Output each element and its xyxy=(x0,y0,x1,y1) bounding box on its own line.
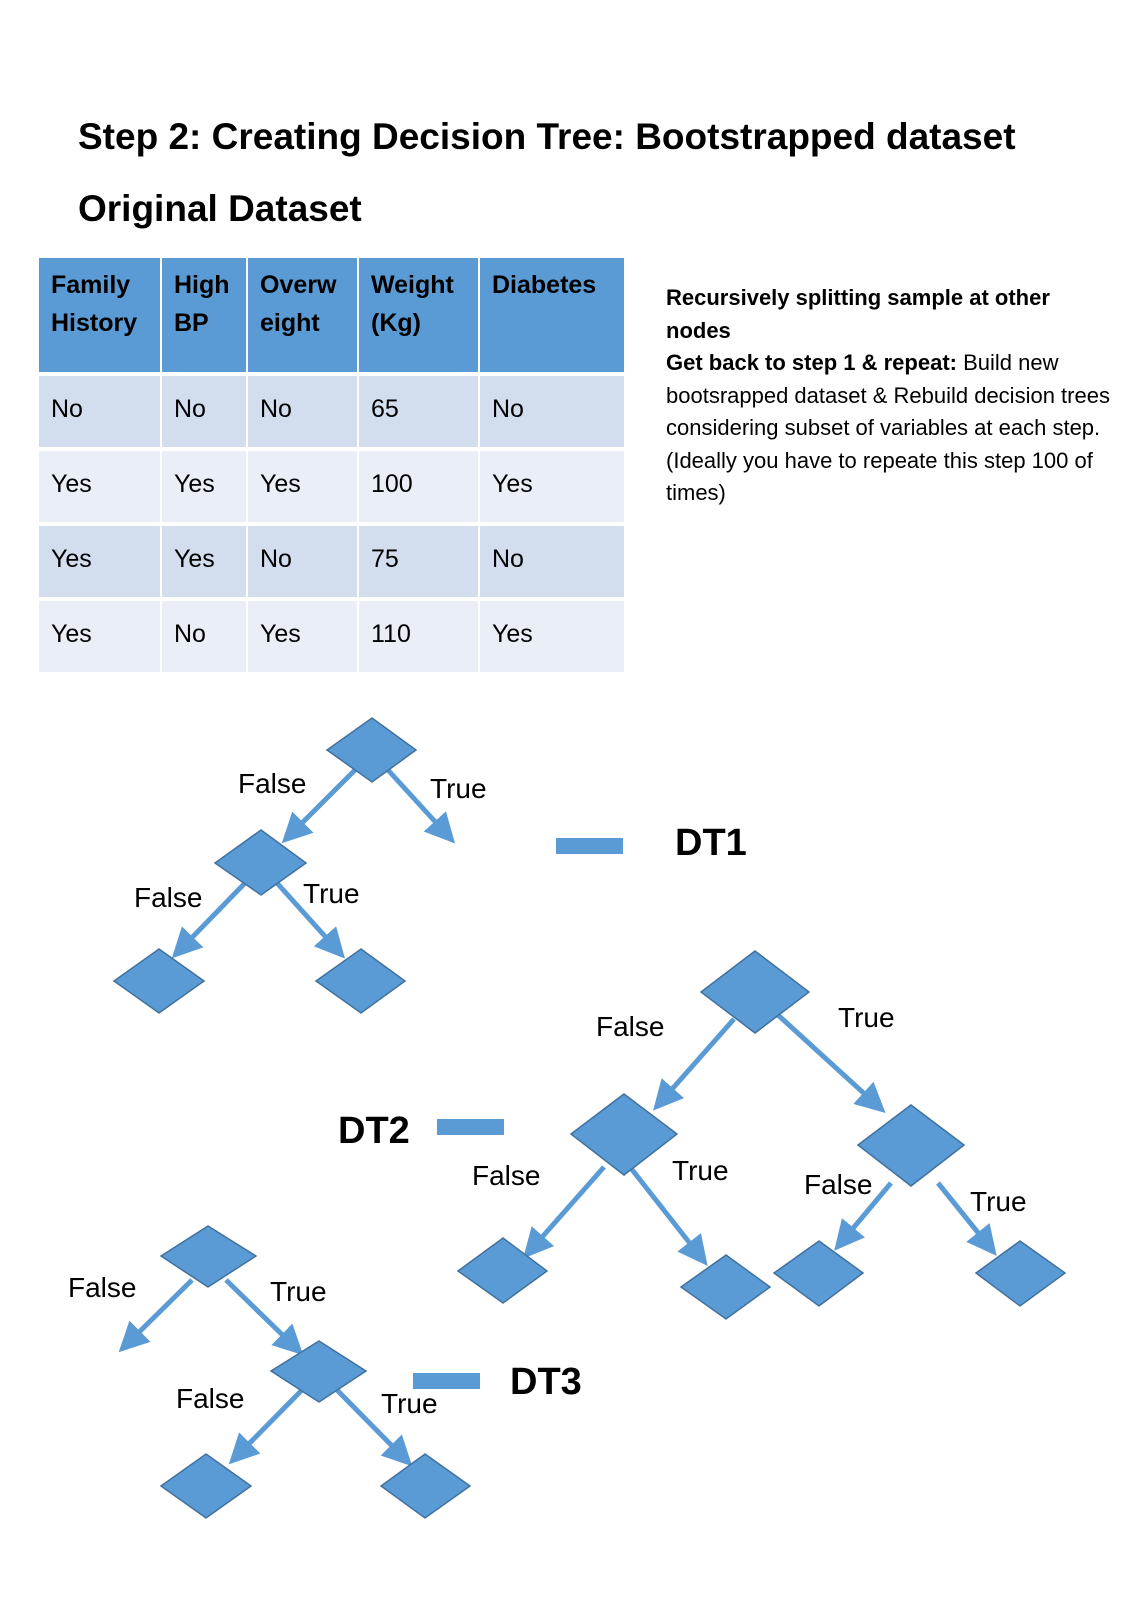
dt2-label-true: True xyxy=(672,1155,729,1186)
dt2-sub-arrow-false xyxy=(834,1181,893,1251)
table-cell: Yes xyxy=(39,599,162,676)
dt3-root-node xyxy=(159,1225,258,1288)
table-cell: No xyxy=(161,599,248,676)
table-cell: 65 xyxy=(358,374,480,451)
header-diabetes: Diabetes xyxy=(479,258,624,376)
dt1-leaf-node xyxy=(314,948,407,1014)
table-cell: Yes xyxy=(247,449,359,526)
table-cell: No xyxy=(39,374,162,451)
dt2-sub-arrow-true xyxy=(936,1181,997,1256)
dt2-leaf-node xyxy=(679,1254,772,1320)
dt2-dash xyxy=(437,1119,504,1135)
dataset-title: Original Dataset xyxy=(78,188,362,229)
dt3-arrow-false xyxy=(118,1278,194,1353)
table-row: Yes Yes No 75 No xyxy=(39,524,624,601)
table-cell: No xyxy=(479,524,624,601)
explanation-note: Recursively splitting sample at other no… xyxy=(666,282,1111,510)
table-cell: Yes xyxy=(479,449,624,526)
dt2-child-node xyxy=(569,1093,679,1176)
table-cell: 75 xyxy=(358,524,480,601)
dt2-label-false: False xyxy=(472,1160,540,1191)
table-cell: No xyxy=(247,524,359,601)
dt2-label-true: True xyxy=(970,1186,1027,1217)
dt3-arrow-true xyxy=(224,1278,304,1356)
table-cell: 100 xyxy=(358,449,480,526)
header-weight: Weight(Kg) xyxy=(358,258,480,376)
table-cell: No xyxy=(479,374,624,451)
dt1-leaf-node xyxy=(112,948,206,1014)
dt2-label-true: True xyxy=(838,1002,895,1033)
dt1-arrow-false xyxy=(281,768,357,844)
dt2-label-false: False xyxy=(804,1169,872,1200)
dt1-label-true: True xyxy=(430,773,487,804)
dt2-sub-arrow-false xyxy=(523,1165,606,1259)
dt3-sub-arrow-true xyxy=(335,1388,413,1467)
dt2-label-false: False xyxy=(596,1011,664,1042)
dt3-child-node xyxy=(269,1340,368,1403)
dt2-root-node xyxy=(699,950,811,1034)
dt1-name: DT1 xyxy=(675,822,747,864)
table-row: No No No 65 No xyxy=(39,374,624,451)
table-row: Yes Yes Yes 100 Yes xyxy=(39,449,624,526)
dt2-arrow-true xyxy=(776,1013,886,1114)
table-row: Yes No Yes 110 Yes xyxy=(39,599,624,676)
table-cell: Yes xyxy=(161,524,248,601)
dt1-dash xyxy=(556,838,623,854)
table-cell: No xyxy=(161,374,248,451)
note-repeat-heading: Get back to step 1 & repeat: xyxy=(666,350,957,375)
dt3-leaf-node xyxy=(379,1453,472,1519)
dt1-sub-arrow-false xyxy=(171,881,247,959)
table-cell: Yes xyxy=(161,449,248,526)
decision-tree-dt2 xyxy=(523,1013,997,1266)
dt1-sub-arrow-true xyxy=(275,881,346,959)
note-step-heading: Recursively splitting sample at other no… xyxy=(666,285,1050,343)
table-cell: No xyxy=(247,374,359,451)
dt1-label-false: False xyxy=(238,768,306,799)
dt1-arrow-true xyxy=(386,768,456,844)
table-cell: Yes xyxy=(247,599,359,676)
dt2-leaf-node xyxy=(456,1237,549,1304)
dt3-sub-arrow-false xyxy=(228,1388,304,1465)
table-cell: 110 xyxy=(358,599,480,676)
note-repeat-text: Build new bootsrapped dataset & Rebuild … xyxy=(666,350,1110,505)
dt3-label-true: True xyxy=(381,1388,438,1419)
dt1-child-node xyxy=(213,829,308,896)
dt1-label-false: False xyxy=(134,882,202,913)
dt3-name: DT3 xyxy=(510,1361,582,1403)
dt3-label-false: False xyxy=(68,1272,136,1303)
table-cell: Yes xyxy=(479,599,624,676)
dt3-label-true: True xyxy=(270,1276,327,1307)
dt3-dash xyxy=(413,1373,480,1389)
dt2-sub-arrow-true xyxy=(628,1165,708,1266)
dt2-child-node xyxy=(856,1104,966,1187)
dt3-label-false: False xyxy=(176,1383,244,1414)
dt1-label-true: True xyxy=(303,878,360,909)
dt2-leaf-node xyxy=(772,1240,865,1307)
dt2-arrow-false xyxy=(653,1017,736,1111)
dt2-name: DT2 xyxy=(338,1110,410,1152)
table-cell: Yes xyxy=(39,449,162,526)
dt1-root-node xyxy=(325,717,418,783)
page-title: Step 2: Creating Decision Tree: Bootstra… xyxy=(78,116,1016,157)
dt3-leaf-node xyxy=(159,1453,253,1519)
decision-tree-dt1 xyxy=(171,768,456,959)
dt2-leaf-node xyxy=(974,1240,1067,1307)
decision-tree-dt3 xyxy=(118,1278,413,1467)
table-cell: Yes xyxy=(39,524,162,601)
